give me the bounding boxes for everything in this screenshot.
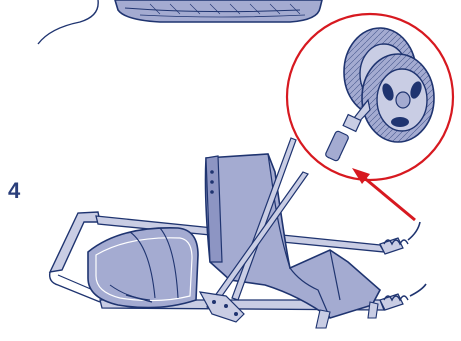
spring-upper — [380, 222, 420, 254]
spring-lower — [380, 284, 426, 310]
seat-cushion-partial — [115, 0, 322, 22]
strap-line — [38, 0, 98, 44]
wheel-front — [362, 54, 434, 142]
zoom-circle-icon — [287, 14, 453, 180]
